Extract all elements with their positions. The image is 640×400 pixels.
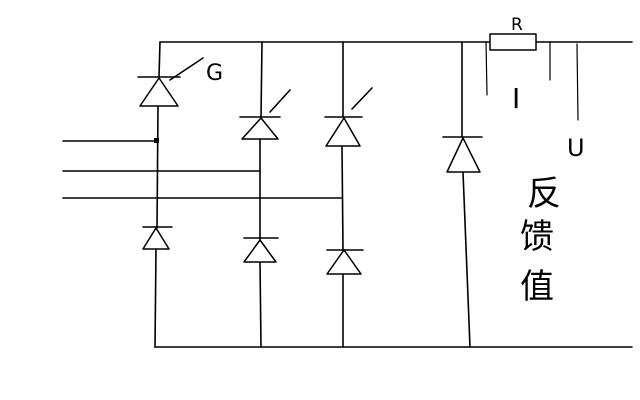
leg-2-lower-wire [259,261,262,348]
diode-3 [326,249,364,275]
thyristor-3 [324,87,373,147]
thyristor-2 [239,89,291,140]
leg-1-lower-wire [154,248,157,348]
diode-1 [142,226,173,250]
diode-2 [243,237,279,263]
freewheel-diode [442,136,483,173]
junction-dot [154,138,159,143]
gate-label: G [206,61,223,86]
feedback-char-1: 反 [527,174,561,214]
resistor-label: R [511,15,523,35]
load-wire-c [576,43,579,121]
feedback-char-3: 值 [520,267,554,307]
leg-1-mid-wire [156,105,159,229]
leg-3-mid-wire [341,145,344,251]
thyristor-1 [137,57,204,107]
current-label: I [512,82,520,115]
freewheel-lower-wire [462,171,471,348]
load-wire-a [485,41,488,96]
wiring [62,41,633,348]
resistor [489,33,537,51]
voltage-label: U [567,134,585,162]
leg-2-upper-wire [260,41,263,118]
feedback-char-2: 馈 [520,217,554,257]
leg-1-upper-wire [158,41,161,78]
